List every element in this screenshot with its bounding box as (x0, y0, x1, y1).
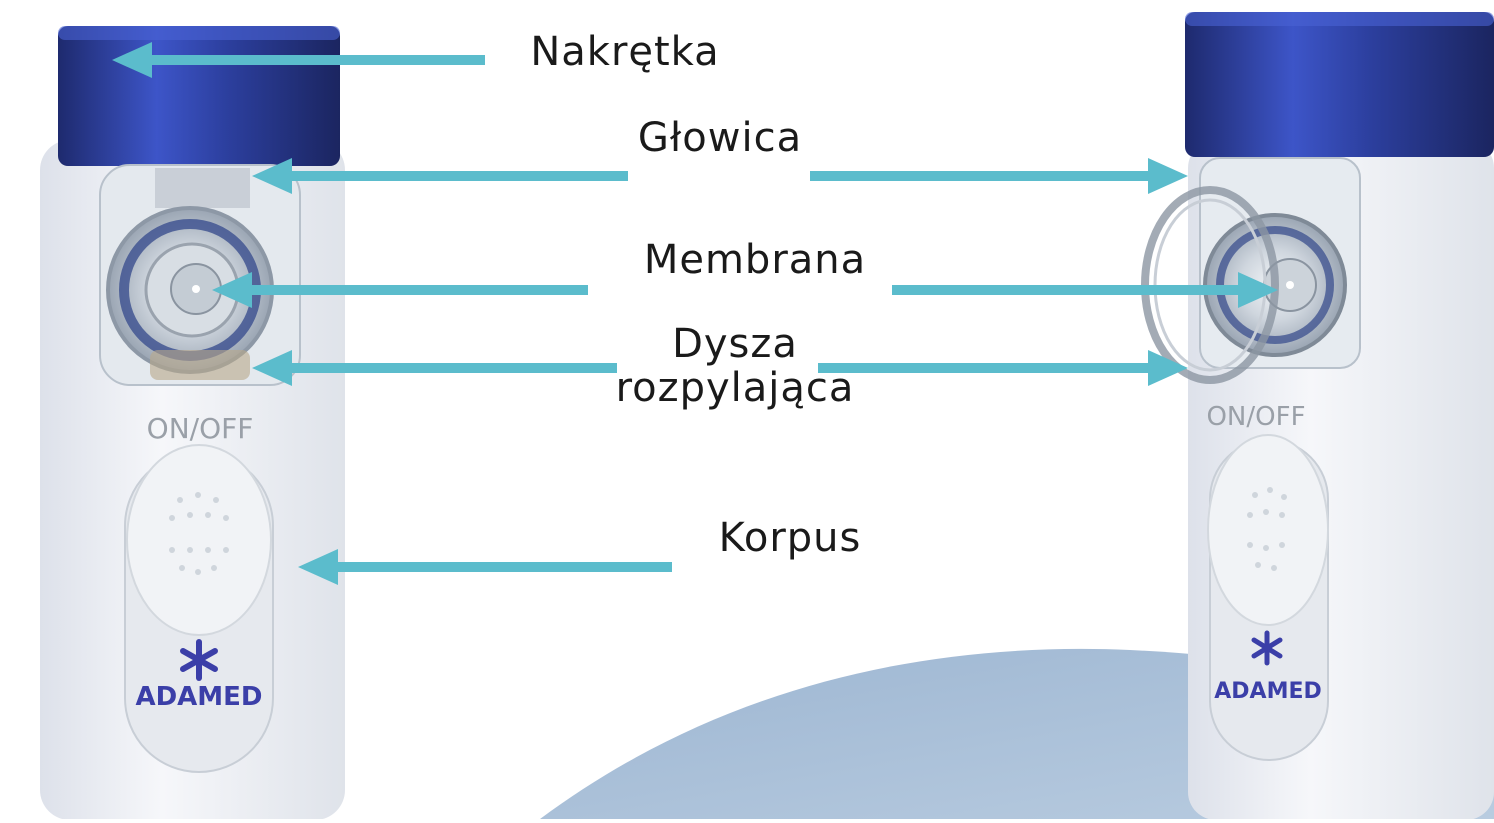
left-device-brand: ADAMED (135, 682, 262, 712)
right-device-cap (1185, 12, 1494, 157)
arrow-body-left (298, 549, 672, 585)
right-device-button-text: ON/OFF (1206, 402, 1305, 432)
arrow-membrane-right (892, 272, 1278, 308)
label-nozzle: Dysza rozpylająca (570, 322, 900, 410)
label-head: Głowica (637, 115, 803, 161)
left-device: ON/OFF ADAMED (40, 26, 345, 820)
arrow-nozzle-right (818, 350, 1188, 386)
arrow-membrane-left (212, 272, 588, 308)
label-nozzle-line2: rozpylająca (615, 365, 855, 411)
label-body: Korpus (718, 515, 862, 561)
arrow-head-right (810, 158, 1188, 194)
label-membrane: Membrana (643, 237, 867, 283)
arrow-head-left (252, 158, 628, 194)
arrow-nozzle-left (252, 350, 617, 386)
right-device-logo-icon (1251, 630, 1283, 666)
left-device-button-text: ON/OFF (147, 412, 254, 445)
left-device-logo-icon (180, 639, 218, 681)
left-device-nozzle (150, 350, 250, 380)
label-nozzle-line1: Dysza (672, 321, 798, 367)
left-device-cap (58, 26, 340, 166)
right-device: ON/OFF ADAMED (1141, 12, 1494, 820)
right-device-brand: ADAMED (1214, 679, 1322, 704)
arrow-cap-left (112, 42, 485, 78)
label-cap: Nakrętka (530, 29, 720, 75)
